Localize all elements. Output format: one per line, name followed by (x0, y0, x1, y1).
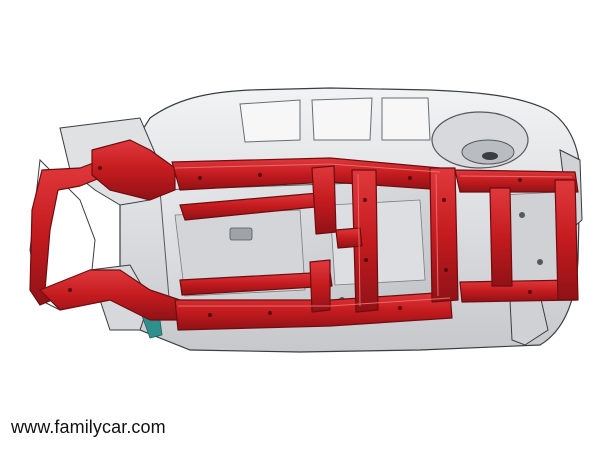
chassis-illustration (29, 87, 583, 353)
frame-bolts (68, 166, 532, 317)
frame-highlights (174, 163, 573, 307)
website-caption: www.familycar.com (11, 417, 166, 437)
